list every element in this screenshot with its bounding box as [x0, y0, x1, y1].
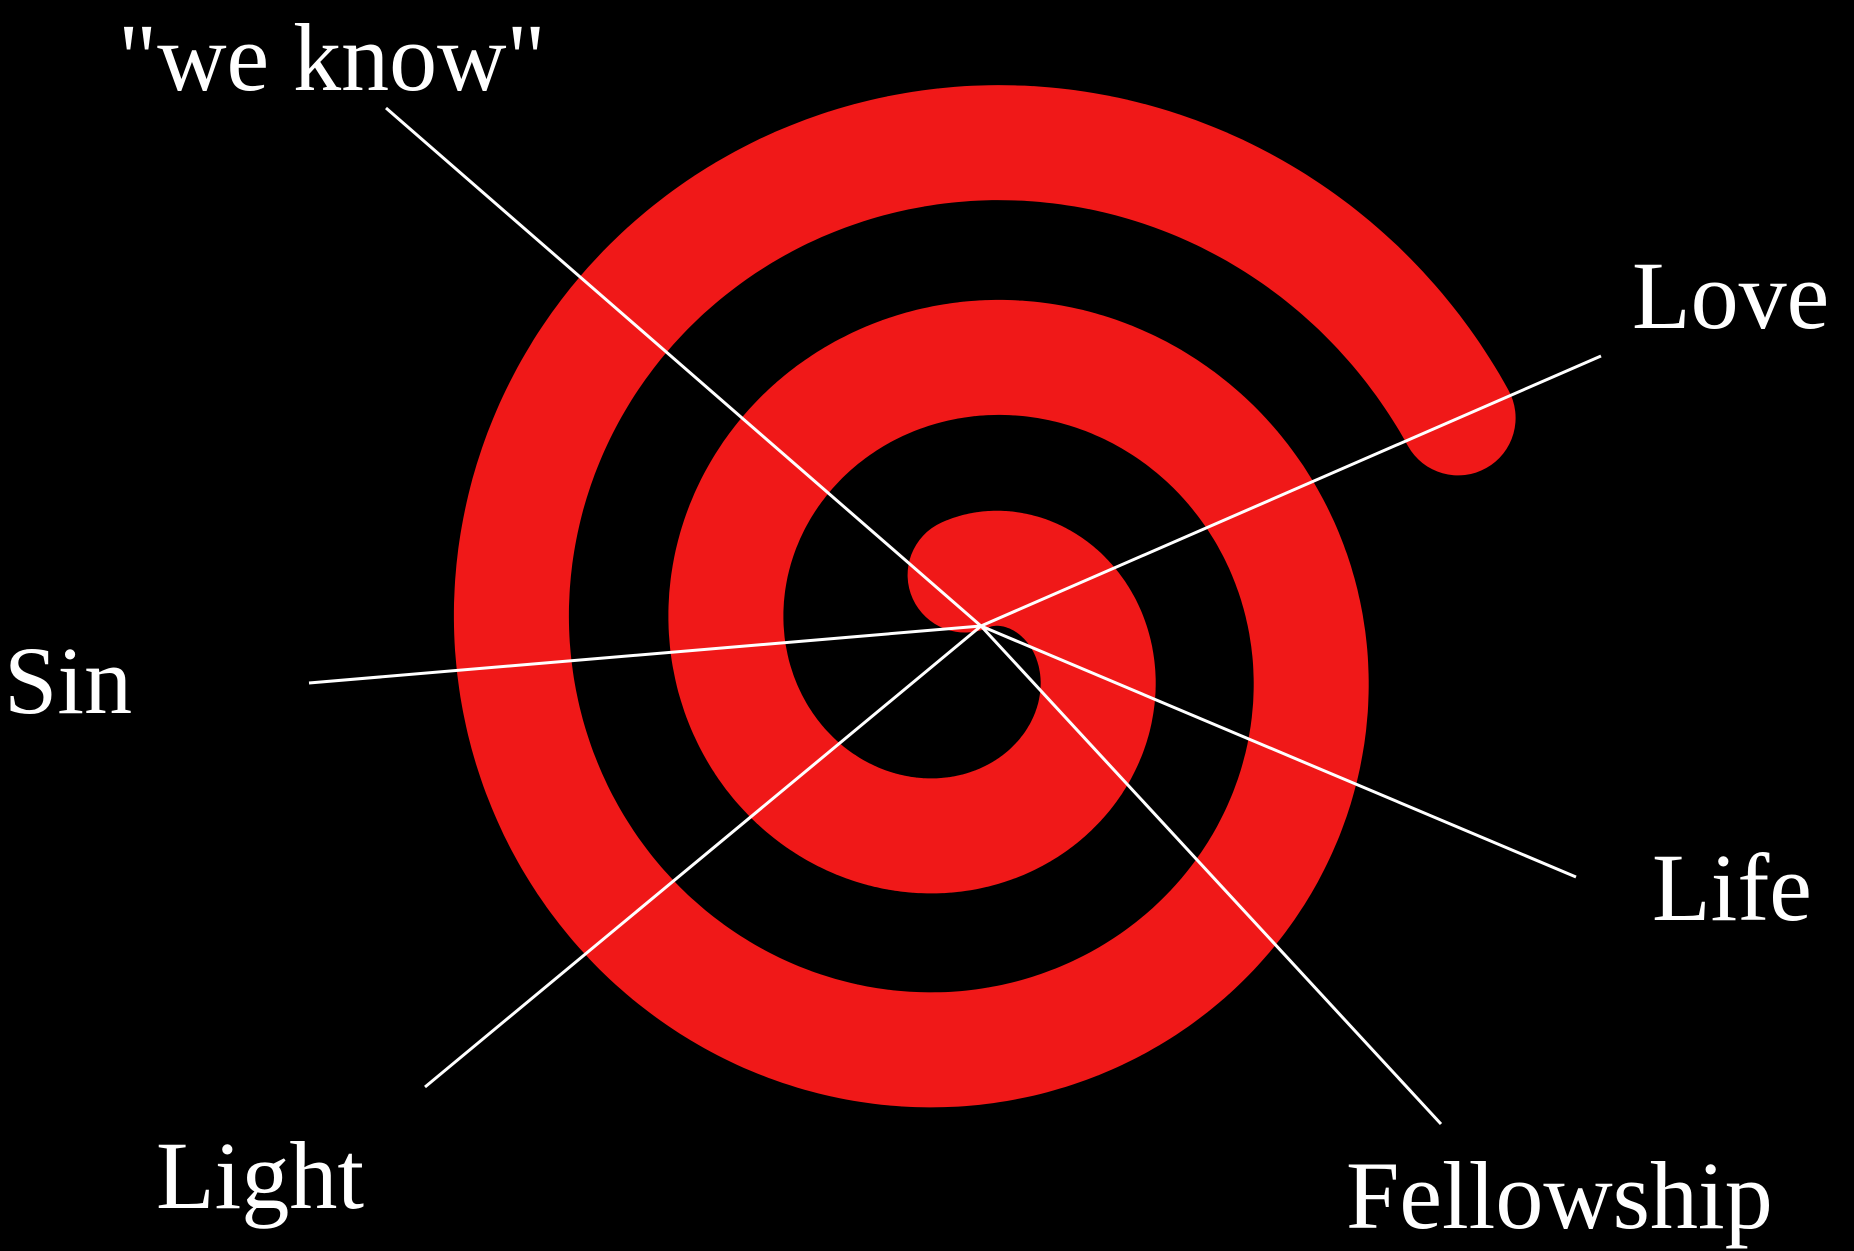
label-we-know: "we know": [118, 10, 546, 106]
label-sin: Sin: [4, 633, 132, 729]
label-light: Light: [156, 1128, 364, 1224]
label-fellowship: Fellowship: [1346, 1148, 1773, 1244]
label-love: Love: [1632, 248, 1829, 344]
red-spiral: [511, 143, 1458, 1050]
connector-line-sin: [309, 626, 981, 683]
label-life: Life: [1652, 840, 1812, 936]
